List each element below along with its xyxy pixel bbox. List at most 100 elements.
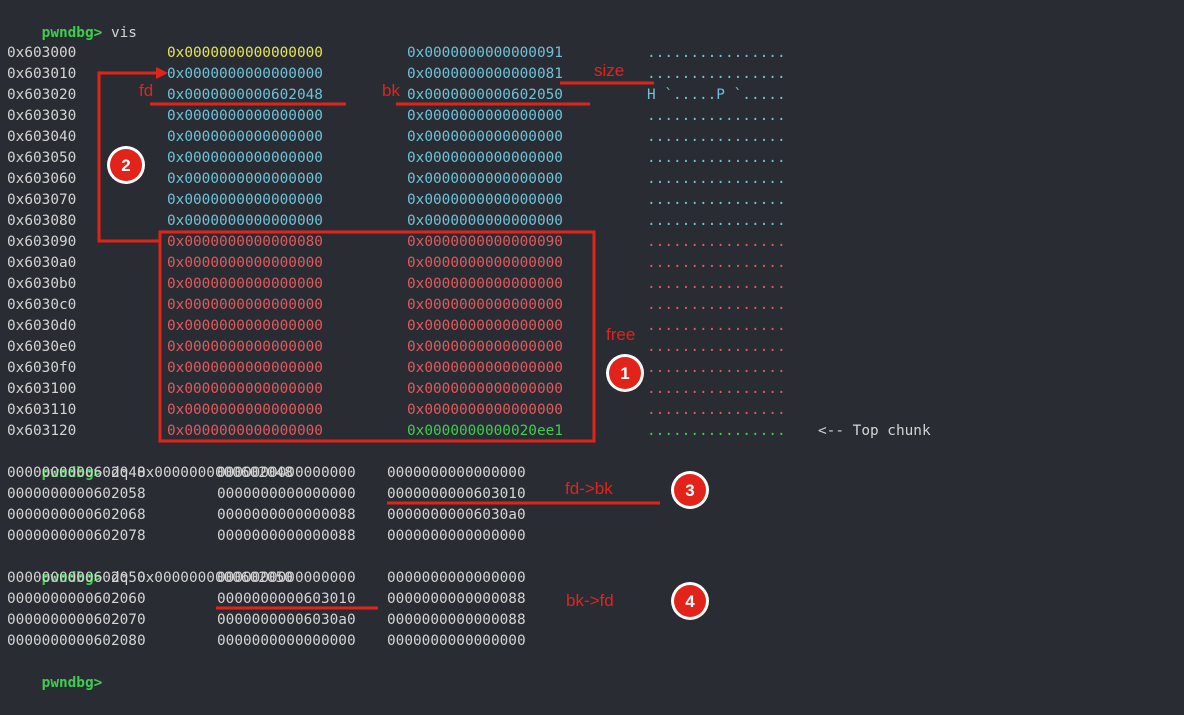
dq-row-address: 0000000000602058 (7, 486, 146, 502)
heap-row-ascii: ................ (647, 66, 786, 82)
dq-row-qword-2: 0000000000000000 (387, 465, 526, 481)
prompt-line-dq2: pwndbg> dq 0x0000000000602050 (7, 547, 293, 586)
dq-row-address: 0000000000602078 (7, 528, 146, 544)
heap-row-qword-1: 0x0000000000000000 (167, 360, 323, 376)
heap-row-ascii: ................ (647, 108, 786, 124)
free-annotation: free (606, 325, 636, 344)
dq-row-qword-1: 0000000000000088 (217, 507, 356, 523)
heap-row-qword-1: 0x0000000000000000 (167, 339, 323, 355)
heap-row-ascii: ................ (647, 423, 786, 439)
heap-row-qword-2: 0x0000000000000000 (407, 381, 563, 397)
heap-row-qword-1: 0x0000000000000000 (167, 171, 323, 187)
heap-row-qword-1: 0x0000000000000000 (167, 150, 323, 166)
dq-row-address: 0000000000602068 (7, 507, 146, 523)
terminal-window[interactable]: pwndbg> vis 0x603000 0x0000000000000000 0x… (0, 0, 1184, 691)
heap-row-address: 0x603050 (7, 150, 77, 166)
heap-row-address: 0x603070 (7, 192, 77, 208)
heap-row-address: 0x603100 (7, 381, 77, 397)
heap-row-qword-1: 0x0000000000000000 (167, 276, 323, 292)
heap-row-qword-2: 0x0000000000000000 (407, 150, 563, 166)
badge-3: 3 (671, 471, 709, 509)
heap-row-ascii: ................ (647, 150, 786, 166)
dq-row-qword-2: 0000000000000000 (387, 570, 526, 586)
dq-row-qword-2: 0000000000603010 (387, 486, 526, 502)
heap-row-address: 0x603060 (7, 171, 77, 187)
bk-annotation: bk (382, 81, 400, 100)
heap-row-ascii: ................ (647, 276, 786, 292)
prompt-label: pwndbg> (41, 570, 103, 586)
heap-row-qword-1: 0x0000000000000000 (167, 423, 323, 439)
heap-row-qword-2: 0x0000000000000000 (407, 318, 563, 334)
heap-row-qword-1: 0x0000000000000000 (167, 129, 323, 145)
prompt-label: pwndbg> (41, 25, 103, 41)
prompt-line-current[interactable]: pwndbg> (7, 652, 103, 691)
heap-row-ascii: ................ (647, 213, 786, 229)
heap-row-qword-1: 0x0000000000000000 (167, 402, 323, 418)
heap-row-qword-1: 0x0000000000000000 (167, 213, 323, 229)
heap-row-address: 0x603000 (7, 45, 77, 61)
bk-fd-annotation: bk->fd (566, 591, 614, 610)
heap-row-address: 0x603030 (7, 108, 77, 124)
heap-row-qword-2: 0x0000000000000000 (407, 213, 563, 229)
fd-bk-annotation: fd->bk (565, 479, 613, 498)
heap-row-address: 0x6030c0 (7, 297, 77, 313)
prompt-label: pwndbg> (41, 675, 103, 691)
dq-row-qword-1: 0000000000000000 (217, 633, 356, 649)
heap-row-qword-2: 0x0000000000020ee1 (407, 423, 563, 439)
heap-row-address: 0x6030a0 (7, 255, 77, 271)
heap-row-qword-2: 0x0000000000000000 (407, 192, 563, 208)
dq-row-qword-2: 00000000006030a0 (387, 507, 526, 523)
heap-row-ascii: ................ (647, 192, 786, 208)
dq-row-qword-1: 0000000000000000 (217, 486, 356, 502)
heap-row-qword-1: 0x0000000000000000 (167, 108, 323, 124)
heap-row-qword-2: 0x0000000000000090 (407, 234, 563, 250)
dq-row-address: 0000000000602060 (7, 591, 146, 607)
fd-annotation: fd (139, 81, 154, 100)
heap-row-address: 0x603110 (7, 402, 77, 418)
heap-row-qword-2: 0x0000000000000000 (407, 171, 563, 187)
heap-row-ascii: H `.....P `..... (647, 87, 786, 103)
heap-row-qword-1: 0x0000000000000000 (167, 66, 323, 82)
heap-row-address: 0x603010 (7, 66, 77, 82)
heap-row-qword-2: 0x0000000000000000 (407, 402, 563, 418)
heap-row-address: 0x6030b0 (7, 276, 77, 292)
heap-row-address: 0x6030e0 (7, 339, 77, 355)
prompt-line-vis: pwndbg> vis (7, 2, 137, 41)
heap-row-ascii: ................ (647, 360, 786, 376)
heap-row-address: 0x6030d0 (7, 318, 77, 334)
heap-row-ascii: ................ (647, 318, 786, 334)
top-chunk-label: <-- Top chunk (818, 423, 931, 439)
dq-row-qword-2: 0000000000000088 (387, 591, 526, 607)
heap-row-address: 0x603080 (7, 213, 77, 229)
badge-1: 1 (606, 354, 644, 392)
heap-row-qword-2: 0x0000000000000000 (407, 129, 563, 145)
badge-3-number: 3 (685, 481, 694, 500)
heap-row-address: 0x603120 (7, 423, 77, 439)
heap-row-qword-2: 0x0000000000000000 (407, 276, 563, 292)
heap-row-qword-1: 0x0000000000000000 (167, 255, 323, 271)
heap-row-qword-2: 0x0000000000000000 (407, 360, 563, 376)
heap-row-ascii: ................ (647, 129, 786, 145)
heap-row-address: 0x6030f0 (7, 360, 77, 376)
badge-2-number: 2 (121, 156, 130, 175)
dq-row-qword-1: 0000000000000088 (217, 528, 356, 544)
dq-row-address: 0000000000602048 (7, 465, 146, 481)
heap-row-qword-1: 0x0000000000000000 (167, 45, 323, 61)
dq-row-address: 0000000000602050 (7, 570, 146, 586)
heap-row-qword-1: 0x0000000000000000 (167, 381, 323, 397)
heap-row-qword-1: 0x0000000000000000 (167, 297, 323, 313)
heap-row-qword-2: 0x0000000000000000 (407, 297, 563, 313)
heap-row-qword-1: 0x0000000000000080 (167, 234, 323, 250)
dq-row-address: 0000000000602070 (7, 612, 146, 628)
heap-row-qword-2: 0x0000000000000000 (407, 339, 563, 355)
heap-row-qword-1: 0x0000000000602048 (167, 87, 323, 103)
heap-row-qword-2: 0x0000000000000000 (407, 255, 563, 271)
heap-row-qword-2: 0x0000000000000000 (407, 108, 563, 124)
dq-row-qword-1: 0000000000603010 (217, 591, 356, 607)
heap-row-ascii: ................ (647, 255, 786, 271)
badge-4: 4 (671, 582, 709, 620)
heap-row-ascii: ................ (647, 339, 786, 355)
badge-1-number: 1 (620, 364, 629, 383)
dq-row-address: 0000000000602080 (7, 633, 146, 649)
heap-row-address: 0x603020 (7, 87, 77, 103)
